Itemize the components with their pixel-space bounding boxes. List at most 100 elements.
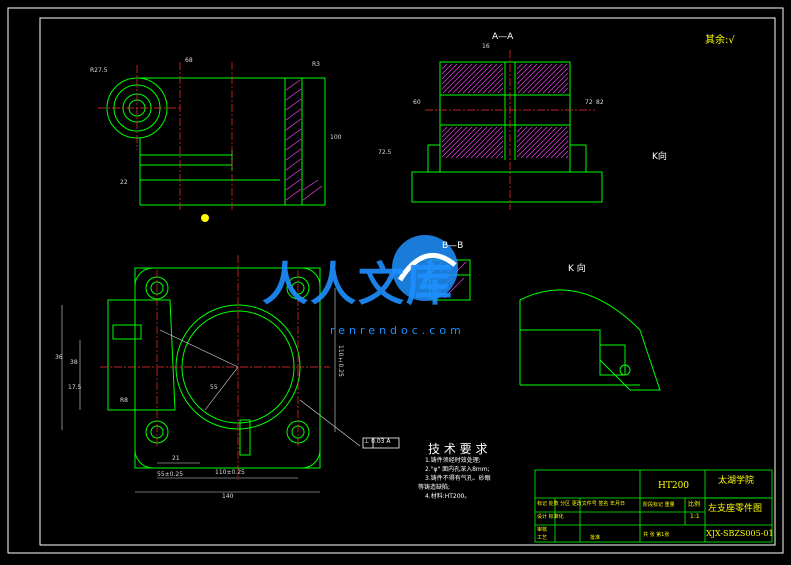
hatch-line — [487, 77, 504, 94]
dim-r27: R27.5 — [90, 67, 108, 74]
datum-markers — [201, 214, 209, 222]
dim-175: 17.5 — [68, 384, 82, 391]
dim-82: 82 — [596, 99, 604, 106]
tolerance-frame — [362, 437, 400, 449]
tech-item-5: 4.材料:HT200。 — [425, 493, 471, 500]
hatch-line — [441, 126, 448, 133]
dim-100: 100 — [330, 134, 342, 141]
hatch-line — [525, 126, 558, 159]
tb-approve: 批准 — [590, 535, 601, 541]
hatch-line — [500, 155, 504, 159]
k-view — [519, 289, 661, 391]
hatch-line — [477, 67, 504, 94]
dim-60: 60 — [413, 99, 421, 106]
tech-item-2: 2."φ" 面内孔深入8mm; — [425, 466, 490, 473]
hatch-line — [532, 63, 563, 94]
hatch-line — [560, 150, 569, 159]
hatch-line — [516, 63, 523, 70]
tb-review: 审核 — [537, 527, 548, 533]
hatch-line — [497, 87, 504, 94]
tb-process: 工艺 — [537, 535, 548, 541]
hatch-line — [441, 63, 458, 80]
hatch-line — [562, 87, 569, 94]
k-view-label: K向 — [652, 152, 667, 162]
inner-border — [39, 17, 776, 546]
hatch-line — [452, 63, 483, 94]
tech-item-3: 3.铸件不得有气孔、砂眼 — [425, 475, 491, 482]
dim-72h: 72 — [585, 99, 593, 106]
hatch-line — [495, 150, 504, 159]
dim-55: 55±0.25 — [157, 471, 184, 478]
hatch-line — [490, 145, 504, 159]
hatch-line — [472, 63, 503, 94]
hatch-line — [557, 82, 569, 94]
tb-part-name: 左支座零件图 — [708, 504, 763, 514]
hatch-line — [442, 63, 473, 94]
section-aa-centerlines — [425, 50, 595, 210]
hatch-line — [522, 63, 553, 94]
hatch-line — [540, 130, 569, 159]
hatch-line — [537, 63, 568, 94]
tech-item-4: 等铸造缺陷; — [418, 484, 451, 491]
tb-ratio-label: 比例 — [688, 501, 701, 508]
hatch-line — [485, 140, 504, 159]
hatch-line — [535, 126, 568, 159]
section-bb-label: B—B — [442, 241, 464, 251]
hatch-line — [516, 63, 533, 80]
front-view-centerlines — [98, 62, 233, 210]
hatch-line — [542, 67, 569, 94]
hatch-line — [447, 63, 478, 94]
hatch-line — [516, 126, 543, 153]
watermark-url: renrendoc.com — [330, 324, 465, 337]
outer-border — [7, 7, 784, 554]
top-view-centerlines — [100, 255, 330, 480]
hatch-line — [462, 63, 493, 94]
tech-item-1: 1.铸件须经时效处理; — [425, 457, 481, 464]
dim-r8: R8 — [120, 397, 128, 404]
hatch-line — [517, 63, 548, 94]
tolerance-frame-text: ⊥ 0.03 A — [364, 438, 391, 445]
dim-22: 22 — [120, 179, 128, 186]
front-view-hatch — [285, 79, 323, 201]
tb-drawing-no: XJX-SBZS005-01 — [706, 529, 774, 538]
hatch-line — [455, 126, 488, 159]
hatch-line — [441, 126, 473, 158]
hatch-line — [480, 135, 504, 159]
hatch-line — [516, 63, 543, 90]
hatch-line — [441, 63, 453, 75]
watermark-text: 人人文库 — [262, 257, 454, 311]
tb-design-row: 设计 标准化 — [537, 514, 564, 520]
tb-school: 太湖学院 — [718, 476, 755, 486]
top-view-dims — [61, 288, 361, 493]
dim-36: 36 — [55, 354, 63, 361]
hatch-line — [475, 130, 504, 159]
hatch-line — [555, 145, 569, 159]
hatch-line — [516, 63, 528, 75]
hatch-line — [441, 63, 463, 85]
title-block — [534, 469, 773, 543]
hatch-line — [492, 82, 504, 94]
hatch-line — [545, 135, 569, 159]
hatch-line — [516, 126, 528, 138]
tb-stage-labels: 阶段标记 重量 — [643, 502, 675, 508]
dim-140: 140 — [222, 493, 234, 500]
hatch-line — [530, 126, 563, 159]
hatch-line — [527, 63, 558, 94]
dim-55b: 55 — [210, 384, 218, 391]
hatch-line — [552, 77, 569, 94]
dim-72: 72.5 — [378, 149, 392, 156]
hatch-line — [450, 126, 483, 159]
hatch-line — [460, 126, 493, 159]
hatch-line — [516, 126, 533, 143]
section-aa-view — [411, 61, 603, 203]
hatch-line — [470, 126, 503, 159]
dim-16: 16 — [482, 43, 490, 50]
hatch-line — [441, 63, 468, 90]
hatch-line — [441, 126, 458, 143]
k-view-label-2: K 向 — [568, 264, 586, 274]
tech-title: 技 术 要 求 — [428, 442, 488, 456]
dim-21: 21 — [172, 455, 180, 462]
hatch-line — [516, 63, 538, 85]
